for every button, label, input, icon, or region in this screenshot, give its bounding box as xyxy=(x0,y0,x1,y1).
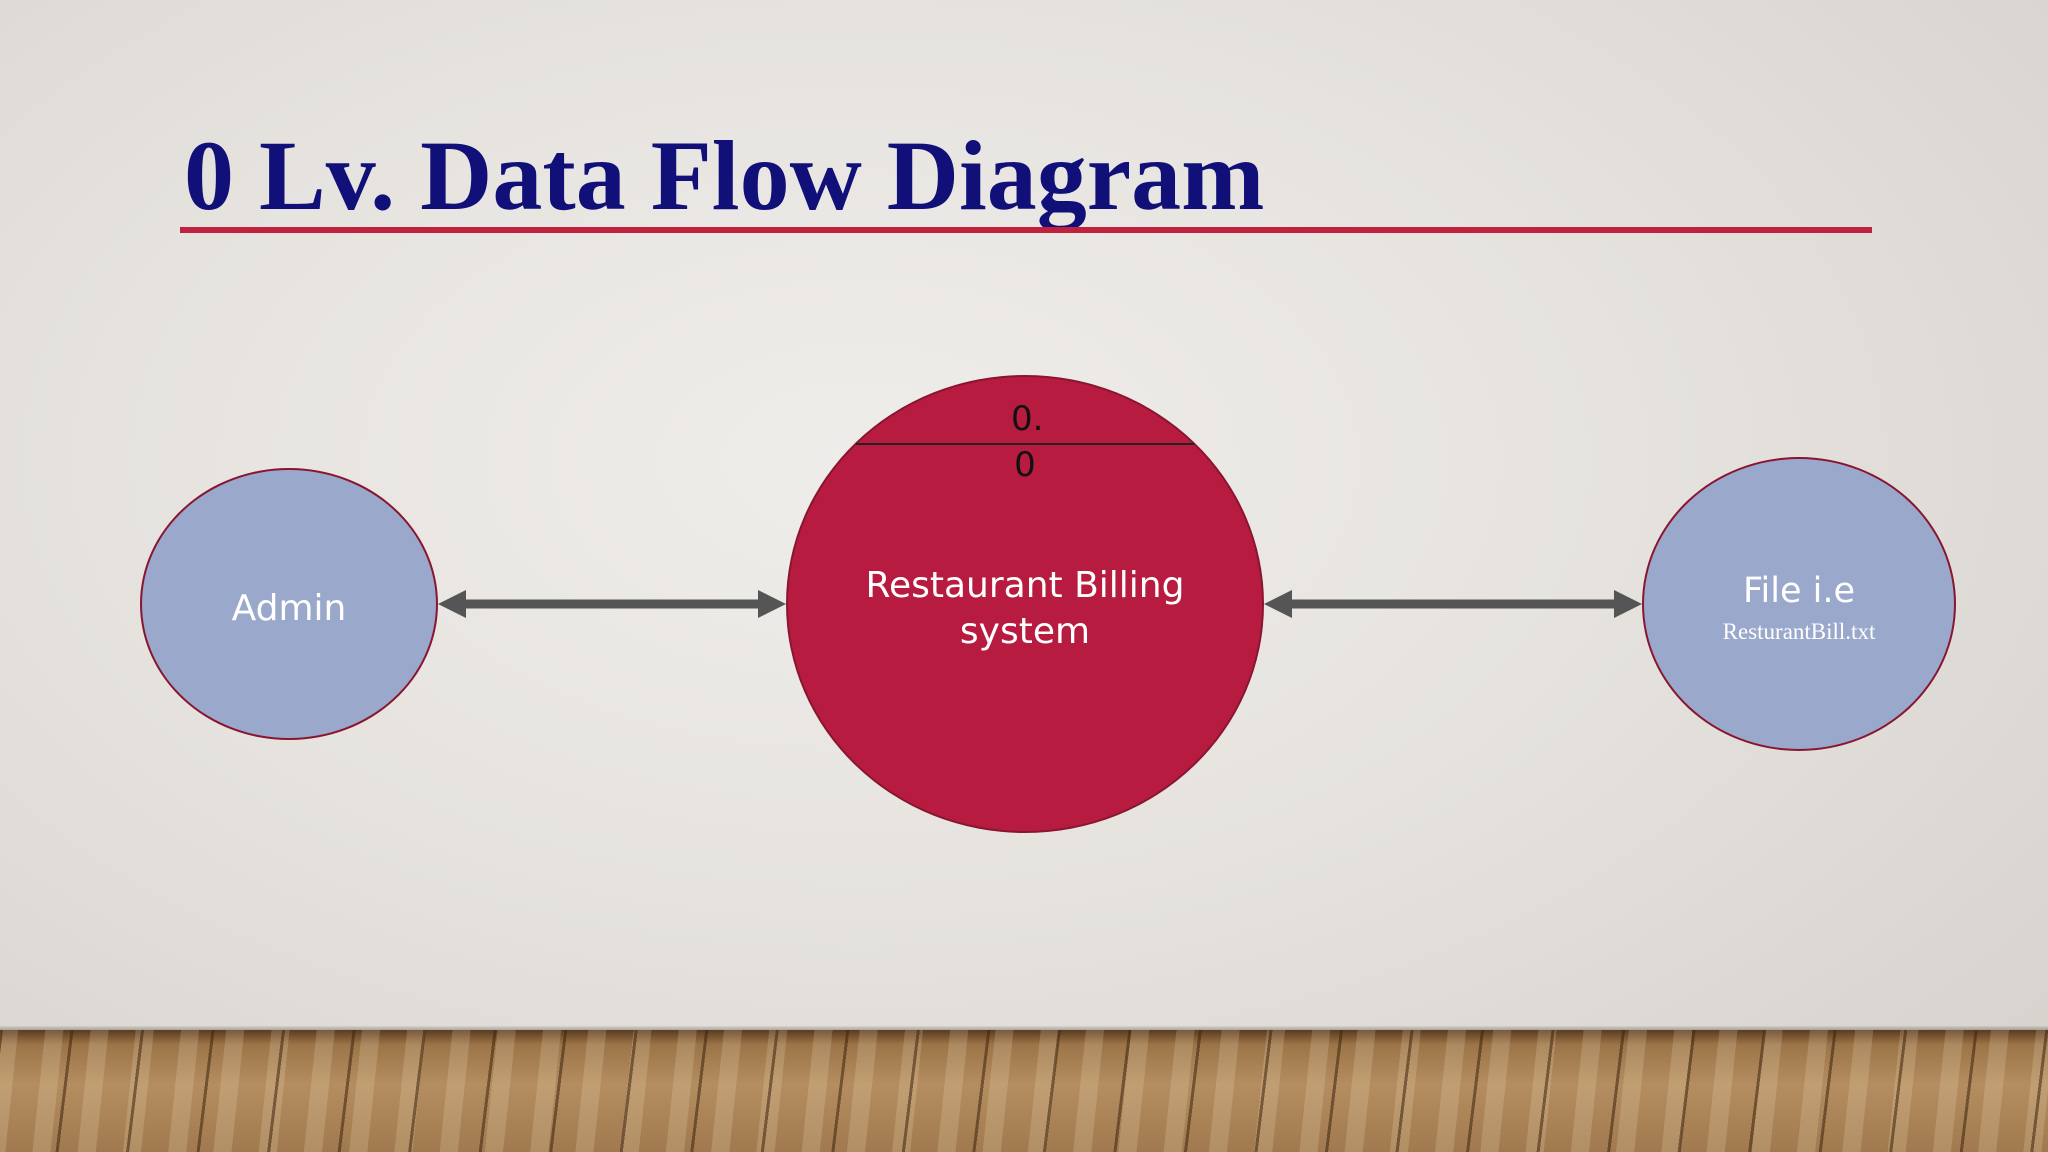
flow-admin-process xyxy=(438,590,786,618)
wood-floor-background xyxy=(0,1030,2048,1152)
process-node: 0.0 Restaurant Billing system xyxy=(786,375,1264,833)
admin-label: Admin xyxy=(231,588,347,629)
flow-process-file xyxy=(1264,590,1642,618)
title-underline xyxy=(180,227,1872,233)
process-id: 0.0 xyxy=(1011,399,1044,485)
slide-title: 0 Lv. Data Flow Diagram xyxy=(184,120,1265,231)
process-id-divider xyxy=(856,443,1194,445)
process-name: Restaurant Billing system xyxy=(865,565,1185,652)
file-entity: File i.e ResturantBill.txt xyxy=(1642,457,1956,751)
file-name-label: ResturantBill.txt xyxy=(1722,619,1876,644)
file-label: File i.e xyxy=(1742,571,1856,611)
admin-entity: Admin xyxy=(140,468,438,740)
